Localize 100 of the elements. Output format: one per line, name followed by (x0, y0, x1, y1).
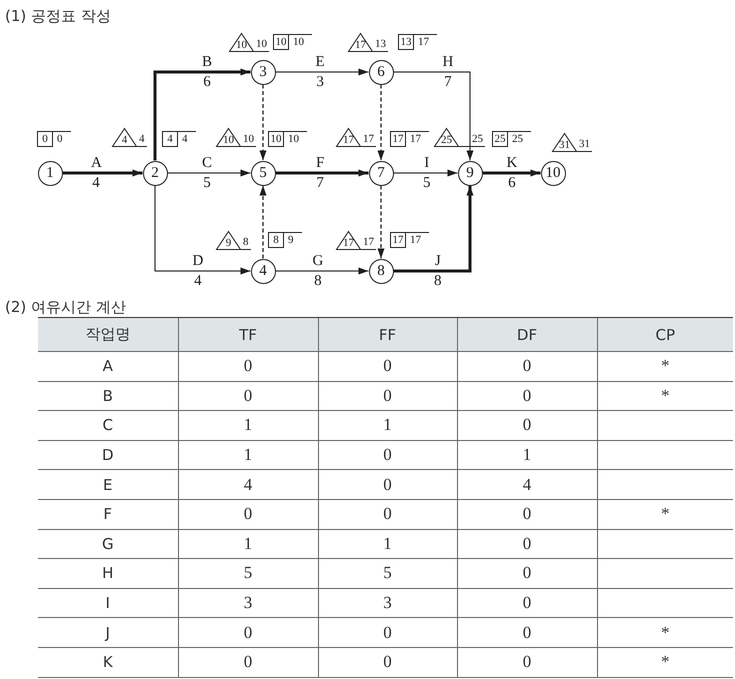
event-circle: 4 (250, 258, 276, 284)
table-cell: * (661, 622, 670, 643)
arrow (275, 68, 369, 76)
time-value: 10 (241, 128, 256, 147)
time-value: 17 (406, 232, 429, 248)
table-cell: H (102, 564, 114, 582)
table-cell: 0 (383, 504, 392, 524)
arrow (393, 170, 458, 176)
arrow (154, 185, 251, 274)
table-cell: 3 (383, 593, 392, 614)
column-header: 작업명 (38, 318, 178, 352)
time-value: 4 (178, 131, 196, 147)
time-value: 17 (361, 128, 376, 147)
triangle-time-marker: 10 (216, 128, 241, 147)
thick-arrow (62, 170, 142, 176)
boxed-time-value: 0 (37, 131, 53, 147)
arrow (167, 170, 251, 176)
table-cell: 0 (244, 622, 252, 643)
time-value: 10 (289, 34, 312, 50)
triangle-time-marker: 31 (552, 133, 577, 152)
event-circle: 1 (38, 160, 62, 186)
table-cell: 5 (383, 563, 392, 584)
table-cell: 0 (522, 415, 532, 436)
table-cell: 1 (383, 534, 392, 554)
section-heading: (2) 여유시간 계산 (5, 297, 126, 317)
column-header: DF (457, 318, 597, 352)
section-heading: (1) 공정표 작성 (5, 6, 111, 26)
triangle-time-marker: 17 (348, 33, 373, 52)
time-value: 4 (137, 128, 146, 147)
table-cell: 0 (522, 652, 532, 672)
time-value: 10 (284, 131, 307, 147)
edge-label: G 8 (312, 252, 324, 291)
column-header: CP (597, 318, 733, 352)
table-cell: 0 (522, 356, 532, 376)
event-circle: 10 (540, 160, 566, 186)
time-value: 25 (508, 131, 531, 147)
table-cell: * (661, 386, 670, 406)
triangle-time-marker: 25 (434, 128, 459, 147)
table-cell: 0 (383, 622, 392, 643)
table-cell: 3 (244, 593, 252, 614)
time-value: 25 (459, 128, 485, 147)
table-cell: 4 (522, 474, 532, 495)
table-cell: A (102, 357, 113, 376)
event-circle: 5 (250, 160, 276, 186)
event-circle: 2 (142, 160, 168, 186)
time-value: 0 (53, 131, 70, 147)
table-cell: F (103, 505, 112, 524)
boxed-time-value: 10 (268, 131, 284, 147)
arrow (393, 72, 474, 161)
edge-label: C 5 (202, 154, 212, 193)
time-value: 13 (373, 33, 388, 52)
dashed-arrow (378, 84, 384, 160)
time-value: 9 (284, 232, 302, 248)
table-cell: 1 (244, 445, 252, 466)
table-cell: 0 (244, 652, 252, 672)
table-cell: * (661, 356, 670, 376)
table-cell: 0 (244, 386, 252, 406)
time-value: 8 (241, 231, 250, 250)
event-circle: 8 (368, 258, 394, 284)
dashed-arrow (260, 84, 266, 160)
edge-label: J 8 (434, 252, 442, 291)
column-header: TF (178, 318, 318, 352)
event-circle: 3 (250, 60, 276, 84)
event-circle: 6 (368, 60, 394, 84)
table-cell: I (106, 594, 110, 612)
table-cell: * (661, 652, 670, 672)
triangle-time-marker: 9 (216, 231, 241, 250)
table-cell: 5 (244, 563, 252, 584)
time-value: 10 (254, 33, 269, 52)
edge-label: H 7 (442, 53, 454, 92)
table-cell: D (102, 446, 114, 464)
table-cell: 0 (383, 356, 392, 376)
arrow (275, 268, 369, 274)
table-cell: 4 (244, 474, 252, 495)
table-cell: 0 (383, 474, 392, 495)
table-cell: 0 (522, 386, 532, 406)
edge-label: B 6 (202, 53, 212, 92)
table-cell: 0 (383, 386, 392, 406)
table-cell: 0 (522, 593, 532, 614)
edge-label: K 6 (506, 154, 518, 193)
boxed-time-value: 8 (268, 232, 284, 248)
boxed-time-value: 4 (162, 131, 178, 147)
table-cell: J (106, 624, 110, 642)
time-value: 17 (406, 131, 429, 147)
table-cell: B (102, 386, 113, 405)
table-cell: 0 (522, 622, 532, 643)
dashed-arrow (260, 186, 266, 258)
triangle-time-marker: 17 (336, 231, 361, 250)
boxed-time-value: 17 (390, 232, 406, 248)
table-cell: 0 (522, 563, 532, 584)
thick-arrow (154, 68, 250, 160)
triangle-time-marker: 17 (336, 128, 361, 147)
boxed-time-value: 17 (390, 131, 406, 147)
thick-arrow (276, 170, 368, 176)
table-cell: 0 (244, 356, 252, 376)
table-cell: G (102, 534, 114, 553)
event-circle: 9 (458, 160, 482, 186)
table-cell: 0 (383, 445, 392, 466)
table-cell: 0 (383, 652, 392, 672)
column-header: FF (318, 318, 457, 352)
